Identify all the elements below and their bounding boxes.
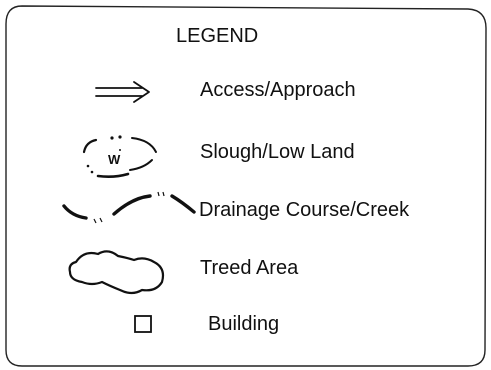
creek-line-icon [62,191,196,224]
double-arrow-icon [95,81,150,103]
slough-icon-letter: W [108,152,121,167]
slough-icon: W [82,135,157,178]
square-icon [134,315,152,333]
legend-item-access-label: Access/Approach [200,79,356,101]
tree-outline-icon [68,250,165,295]
legend-title: LEGEND [176,25,259,47]
legend-item-building-label: Building [208,313,280,335]
legend-item-treed-label: Treed Area [200,257,299,279]
legend-item-slough-label: Slough/Low Land [200,141,355,163]
legend-item-creek-label: Drainage Course/Creek [199,199,410,221]
